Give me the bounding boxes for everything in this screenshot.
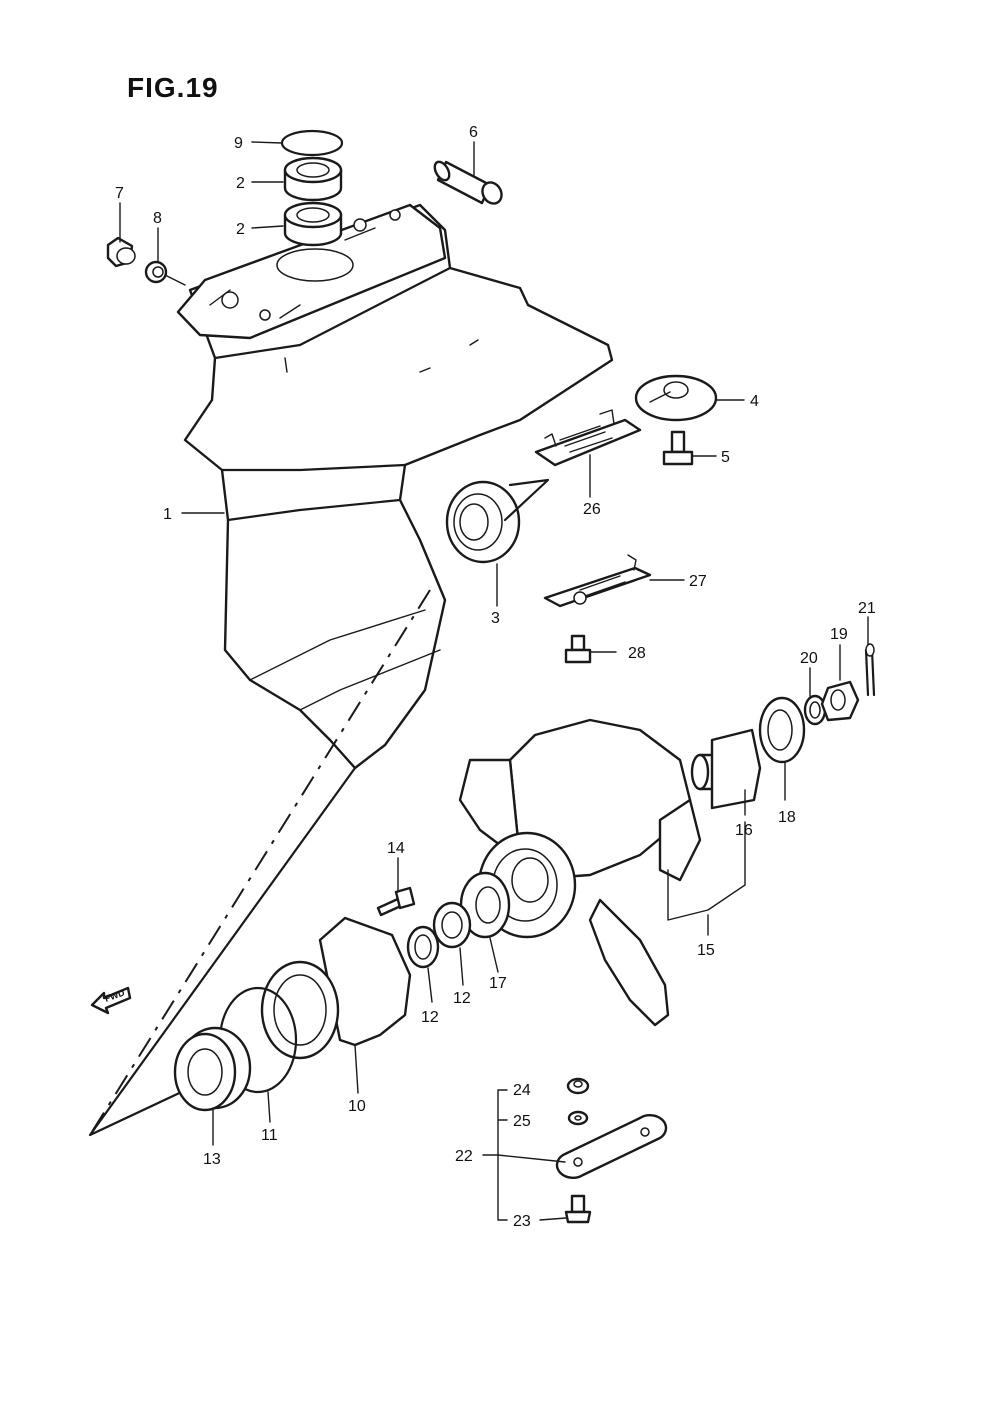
part-24-nut: [566, 1077, 590, 1095]
part-3-bearing: [445, 480, 521, 564]
part-10-housing: [260, 916, 412, 1060]
callout-3: 3: [491, 610, 500, 627]
callout-11: 11: [261, 1127, 278, 1144]
part-5-bolt: [662, 430, 694, 466]
callout-6: 6: [469, 124, 478, 141]
part-8-gasket: [144, 260, 168, 284]
callout-24: 24: [513, 1082, 531, 1099]
callout-4: 4: [750, 393, 759, 410]
callout-9: 9: [234, 135, 243, 152]
part-28-bolt: [564, 634, 592, 664]
part-17-hub: [459, 871, 511, 939]
center-axis-line: [89, 589, 431, 1136]
part-27-plate: [543, 554, 652, 608]
part-21-cotter-pin: [864, 643, 876, 697]
callout-26: 26: [583, 501, 601, 518]
callout-2-upper: 2: [236, 175, 245, 192]
part-19-nut: [820, 680, 860, 722]
part-23-screw: [564, 1194, 592, 1224]
part-7-plug: [106, 236, 136, 268]
callout-22: 22: [455, 1148, 473, 1165]
callout-16: 16: [735, 822, 753, 839]
part-18-spacer: [758, 696, 806, 764]
callout-15: 15: [697, 942, 715, 959]
part-14-bolt: [376, 886, 416, 917]
callout-28: 28: [628, 645, 646, 662]
callout-21: 21: [858, 600, 876, 617]
part-12-seal-lower: [406, 925, 440, 969]
callout-1: 1: [163, 506, 172, 523]
gear-case-housing: [176, 203, 614, 770]
part-2-bearing-lower: [283, 201, 343, 247]
part-26-plate: [534, 409, 642, 467]
part-13-bearing: [173, 1026, 252, 1112]
callout-7: 7: [115, 185, 124, 202]
callout-12-lower: 12: [421, 1009, 439, 1026]
callout-20: 20: [800, 650, 818, 667]
figure-title: FIG.19: [127, 72, 219, 103]
callout-labels: 9 2 2 6 7 8 1 3 4 5 26 27 28 21 19 20 18…: [115, 124, 876, 1230]
callout-19: 19: [830, 626, 848, 643]
forward-arrow-icon: FWD: [90, 986, 132, 1015]
part-6-pin: [433, 160, 503, 205]
callout-18: 18: [778, 809, 796, 826]
callout-13: 13: [203, 1151, 221, 1168]
part-16-bushing: [690, 728, 762, 810]
part-25-washer: [567, 1110, 589, 1126]
callout-2-lower: 2: [236, 221, 245, 238]
part-22-plate: [555, 1114, 668, 1179]
part-12-seal-upper: [432, 901, 472, 949]
callout-8: 8: [153, 210, 162, 227]
part-4-anode: [634, 374, 718, 422]
part-9-circlip: [280, 129, 344, 157]
callout-10: 10: [348, 1098, 366, 1115]
callout-5: 5: [721, 449, 730, 466]
callout-23: 23: [513, 1213, 531, 1230]
part-20-washer: [803, 694, 827, 726]
leader-lines: [119, 141, 869, 1221]
callout-14: 14: [387, 840, 405, 857]
callout-12-upper: 12: [453, 990, 471, 1007]
callout-25: 25: [513, 1113, 531, 1130]
explode-line: [88, 478, 550, 1137]
part-2-bearing-upper: [283, 156, 343, 202]
callout-27: 27: [689, 573, 707, 590]
callout-17: 17: [489, 975, 507, 992]
